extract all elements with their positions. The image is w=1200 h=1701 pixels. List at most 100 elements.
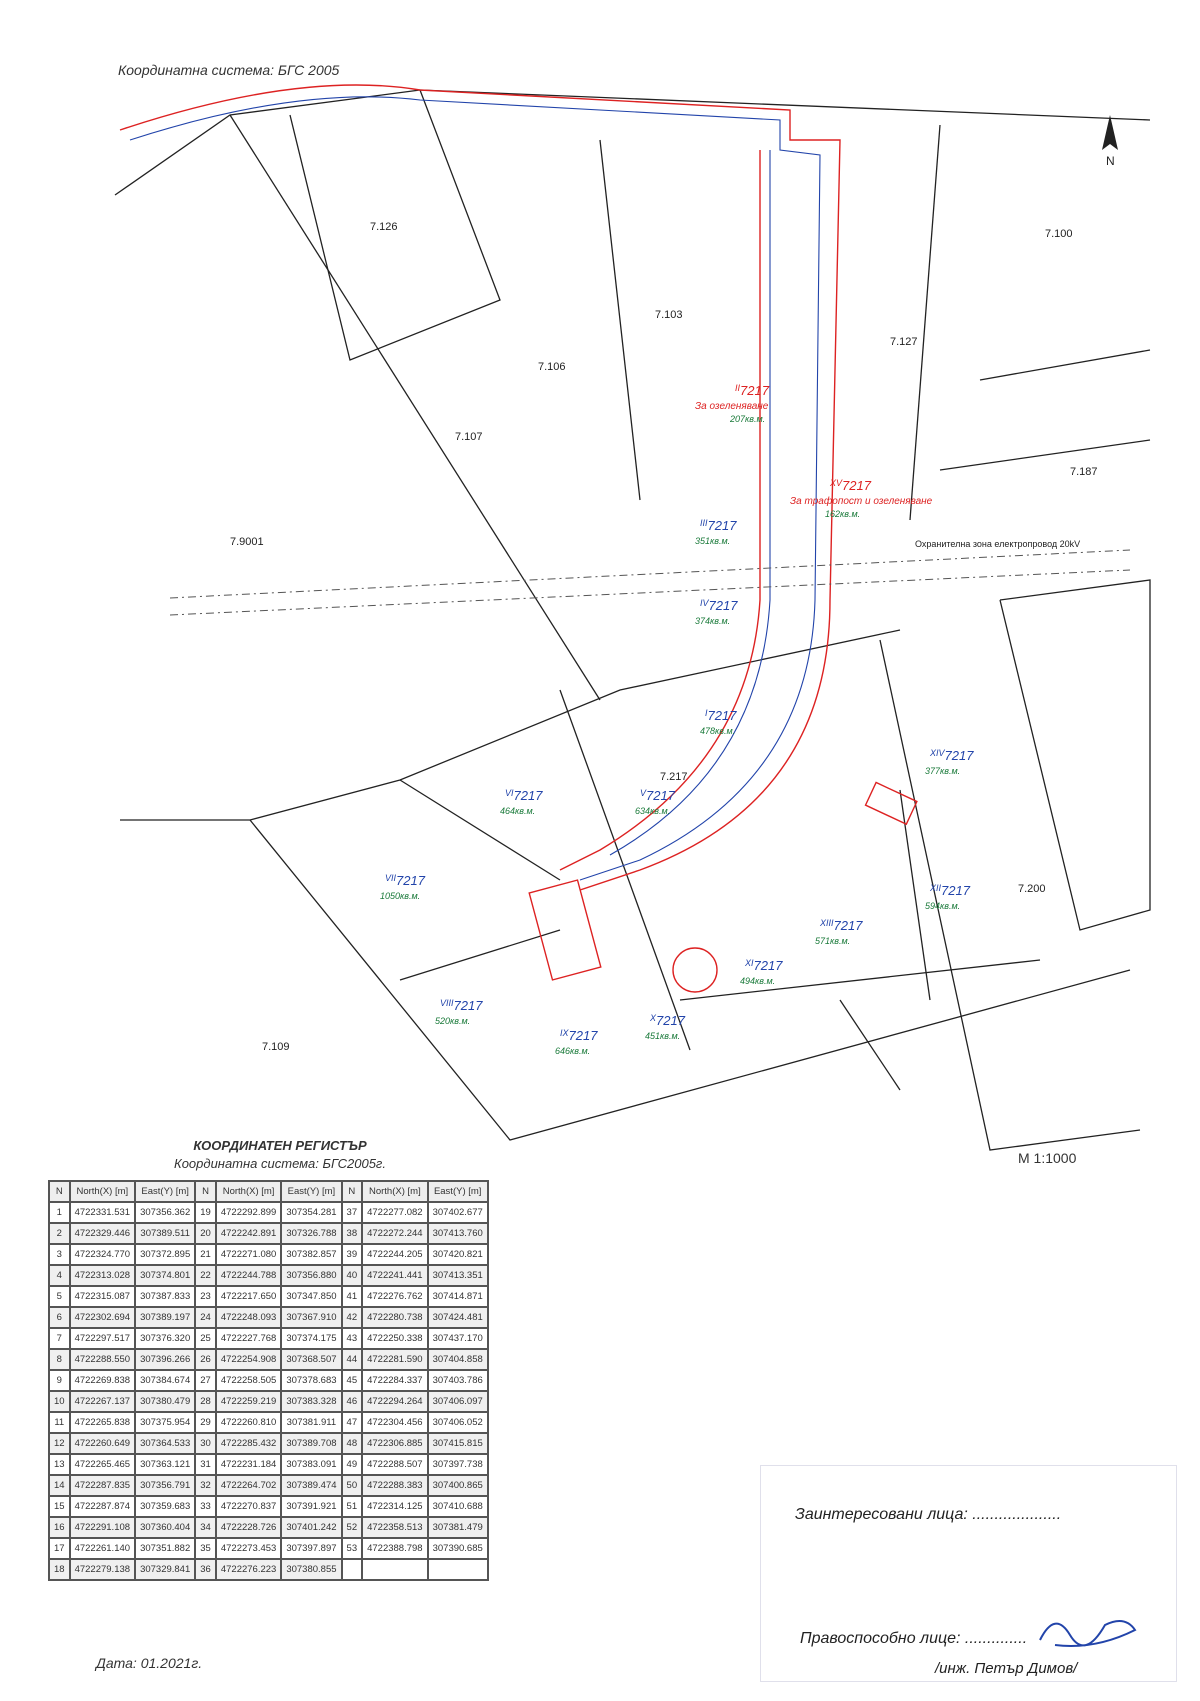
- table-cell: 41: [340, 1285, 364, 1308]
- table-cell: 307389.511: [134, 1222, 197, 1245]
- table-cell: 35: [194, 1537, 217, 1560]
- table-cell: 38: [340, 1222, 364, 1245]
- table-cell: 307378.683: [280, 1369, 343, 1392]
- table-cell: 4722264.702: [214, 1474, 283, 1497]
- table-cell: 307383.091: [280, 1453, 343, 1476]
- lot-area: 646кв.м.: [555, 1046, 590, 1056]
- lot-area: 377кв.м.: [925, 766, 960, 776]
- table-cell: 307437.170: [426, 1327, 489, 1350]
- parcel-boundaries: [114, 89, 1151, 1151]
- table-cell: 4722287.835: [68, 1474, 137, 1497]
- table-cell: 4722288.507: [361, 1453, 429, 1476]
- table-cell: 17: [48, 1537, 71, 1560]
- table-cell: 4722250.338: [361, 1327, 429, 1350]
- parcel-label: 7.109: [262, 1041, 290, 1053]
- table-cell: 6: [48, 1306, 71, 1329]
- table-cell: 11: [48, 1411, 71, 1434]
- parcel-label: 7.200: [1018, 883, 1046, 895]
- lot-number: III7217: [700, 518, 737, 533]
- lot-area: 594кв.м.: [925, 901, 960, 911]
- table-cell: 307396.266: [134, 1348, 197, 1371]
- table-cell: 4722265.465: [68, 1453, 137, 1476]
- table-cell: 4722279.138: [68, 1558, 137, 1581]
- table-cell: 9: [48, 1369, 71, 1392]
- table-cell: 4722288.383: [361, 1474, 429, 1497]
- table-cell: 42: [340, 1306, 364, 1329]
- table-cell: 12: [48, 1432, 71, 1455]
- table-cell: 47: [340, 1411, 364, 1434]
- lot-number: VI7217: [505, 788, 543, 803]
- column-header: East(Y) [m]: [134, 1180, 197, 1203]
- protection-zone-lines: [169, 549, 1131, 616]
- table-cell: 307403.786: [426, 1369, 489, 1392]
- lot-area: 520кв.м.: [435, 1016, 470, 1026]
- table-cell: 4: [48, 1264, 71, 1287]
- table-cell: 4722285.432: [214, 1432, 283, 1455]
- table-cell: 307372.895: [134, 1243, 197, 1266]
- table-cell: 4722315.087: [68, 1285, 137, 1308]
- lot-area: 1050кв.м.: [380, 891, 420, 901]
- parcel-label: 7.100: [1045, 228, 1073, 240]
- table-cell: 50: [340, 1474, 364, 1497]
- table-cell: 4722269.838: [68, 1369, 137, 1392]
- lot-number: V7217: [640, 788, 676, 803]
- table-cell: 1: [48, 1201, 71, 1224]
- table-cell: 307413.760: [426, 1222, 489, 1245]
- lot-area: 374кв.м.: [695, 616, 730, 626]
- parcel-label: 7.217: [660, 771, 688, 783]
- table-cell: 32: [194, 1474, 217, 1497]
- table-cell: 307402.677: [426, 1201, 489, 1224]
- access-road: [119, 84, 918, 993]
- table-cell: 10: [48, 1390, 71, 1413]
- parcel-label: 7.9001: [230, 536, 264, 548]
- lot-number: IV7217: [700, 598, 738, 613]
- table-cell: 307351.882: [134, 1537, 197, 1560]
- lot-number: X7217: [649, 1013, 686, 1028]
- table-cell: 30: [194, 1432, 217, 1455]
- table-cell: 4722254.908: [214, 1348, 283, 1371]
- table-cell: 23: [194, 1285, 217, 1308]
- parcel-label: 7.106: [538, 361, 566, 373]
- table-cell: 307360.404: [134, 1516, 197, 1539]
- table-cell: 39: [340, 1243, 364, 1266]
- lot-number: I7217: [705, 708, 737, 723]
- lot-area: 162кв.м.: [825, 509, 860, 519]
- table-cell: 4722265.838: [68, 1411, 137, 1434]
- signature: [1039, 1620, 1137, 1647]
- parcel-label: 7.187: [1070, 466, 1098, 478]
- table-cell: 19: [194, 1201, 217, 1224]
- table-cell: 307390.685: [426, 1537, 489, 1560]
- table-cell: 4722242.891: [214, 1222, 283, 1245]
- table-cell: 4722324.770: [68, 1243, 137, 1266]
- lot-number: IX7217: [560, 1028, 598, 1043]
- table-cell: 46: [340, 1390, 364, 1413]
- table-cell: 37: [340, 1201, 364, 1224]
- table-cell: 307326.788: [280, 1222, 343, 1245]
- table-cell: 307374.801: [134, 1264, 197, 1287]
- table-cell: 13: [48, 1453, 71, 1476]
- table-cell: 4722358.513: [361, 1516, 429, 1539]
- lot-number: II7217: [735, 383, 770, 398]
- lot-number: XIII7217: [819, 918, 863, 933]
- parcel-labels: 7.126 7.103 7.100 7.106 7.127 7.107 7.18…: [230, 221, 1098, 1053]
- table-cell: 53: [340, 1537, 364, 1560]
- table-cell: 307367.910: [280, 1306, 343, 1329]
- column-header: North(X) [m]: [361, 1180, 429, 1203]
- table-cell: 307414.871: [426, 1285, 489, 1308]
- table-cell: 4722261.140: [68, 1537, 137, 1560]
- table-cell: 5: [48, 1285, 71, 1308]
- table-cell: 307376.320: [134, 1327, 197, 1350]
